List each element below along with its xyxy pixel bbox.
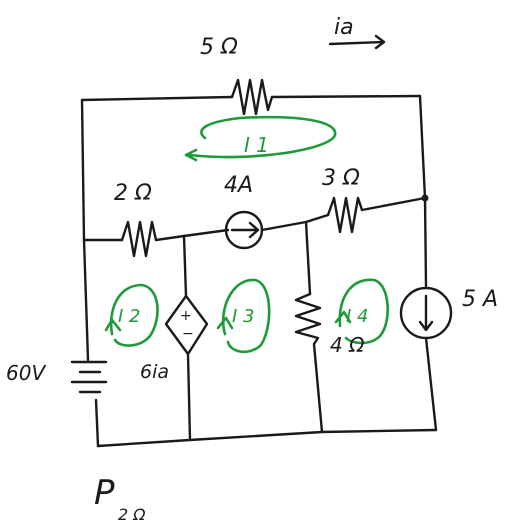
label-cs-mid: 4A (224, 173, 253, 198)
wire-mid-a (154, 234, 186, 242)
wire-5A-bottom (424, 336, 438, 432)
wire-mid-b (182, 228, 230, 238)
loop-label-I2: I 2 (118, 306, 140, 327)
label-r-top: 5 Ω (200, 35, 238, 60)
wire-dep-bottom (186, 352, 192, 442)
label-dep-src: 6ia (140, 361, 169, 383)
loop-I1 (188, 115, 337, 159)
loop-label-I3: I 3 (232, 306, 254, 327)
wire-right-outer (418, 94, 427, 200)
loop-I4-arrow (334, 310, 352, 324)
wire-left-vs-top (82, 238, 90, 362)
label-dep-plus: + (180, 308, 192, 324)
label-r-vertical: 4 Ω (330, 333, 365, 357)
loop-I3 (221, 278, 271, 354)
wire-mid-right (360, 196, 427, 212)
ia-arrow-head (374, 34, 386, 50)
dependent-source-diamond (164, 294, 209, 356)
loop-label-I4: I 4 (346, 306, 368, 327)
wire-5A-top (423, 196, 428, 288)
loop-I4 (338, 278, 390, 345)
label-r-mid-right: 3 Ω (322, 166, 360, 191)
loop-I1-arrow (184, 148, 198, 162)
ia-arrow-line (328, 40, 386, 46)
resistor-3ohm (326, 196, 364, 234)
wire-left-vs-bottom (94, 398, 100, 448)
wire-left-outer (80, 98, 86, 242)
resistor-top-5ohm (230, 78, 274, 116)
label-r-left: 2 Ω (114, 181, 152, 206)
wire-bottom (96, 428, 438, 448)
wire-mid-d (304, 213, 330, 224)
label-vs-left: 60V (6, 361, 46, 385)
wire-dep-top (182, 234, 188, 298)
loop-I2 (109, 283, 159, 347)
label-p: P (94, 473, 115, 513)
wire-top-left (80, 95, 234, 102)
label-cs-right: 5 A (462, 287, 498, 312)
loop-label-I1: I 1 (244, 133, 269, 157)
wire-top-right (270, 94, 422, 99)
label-p-sub: 2 Ω (118, 505, 146, 524)
resistor-4ohm (294, 292, 322, 346)
current-source-5A-arrow (418, 294, 434, 332)
label-dep-minus: − (182, 326, 194, 342)
loop-I2-arrow (104, 318, 122, 332)
label-ia-top: ia (334, 15, 354, 40)
loop-I3-arrow (216, 316, 234, 330)
wire-mid-c (260, 220, 308, 232)
current-source-4A-arrow (230, 221, 260, 239)
resistor-2ohm (120, 220, 158, 258)
wire-4ohm-top (304, 220, 312, 296)
wire-4ohm-bottom (312, 342, 324, 434)
